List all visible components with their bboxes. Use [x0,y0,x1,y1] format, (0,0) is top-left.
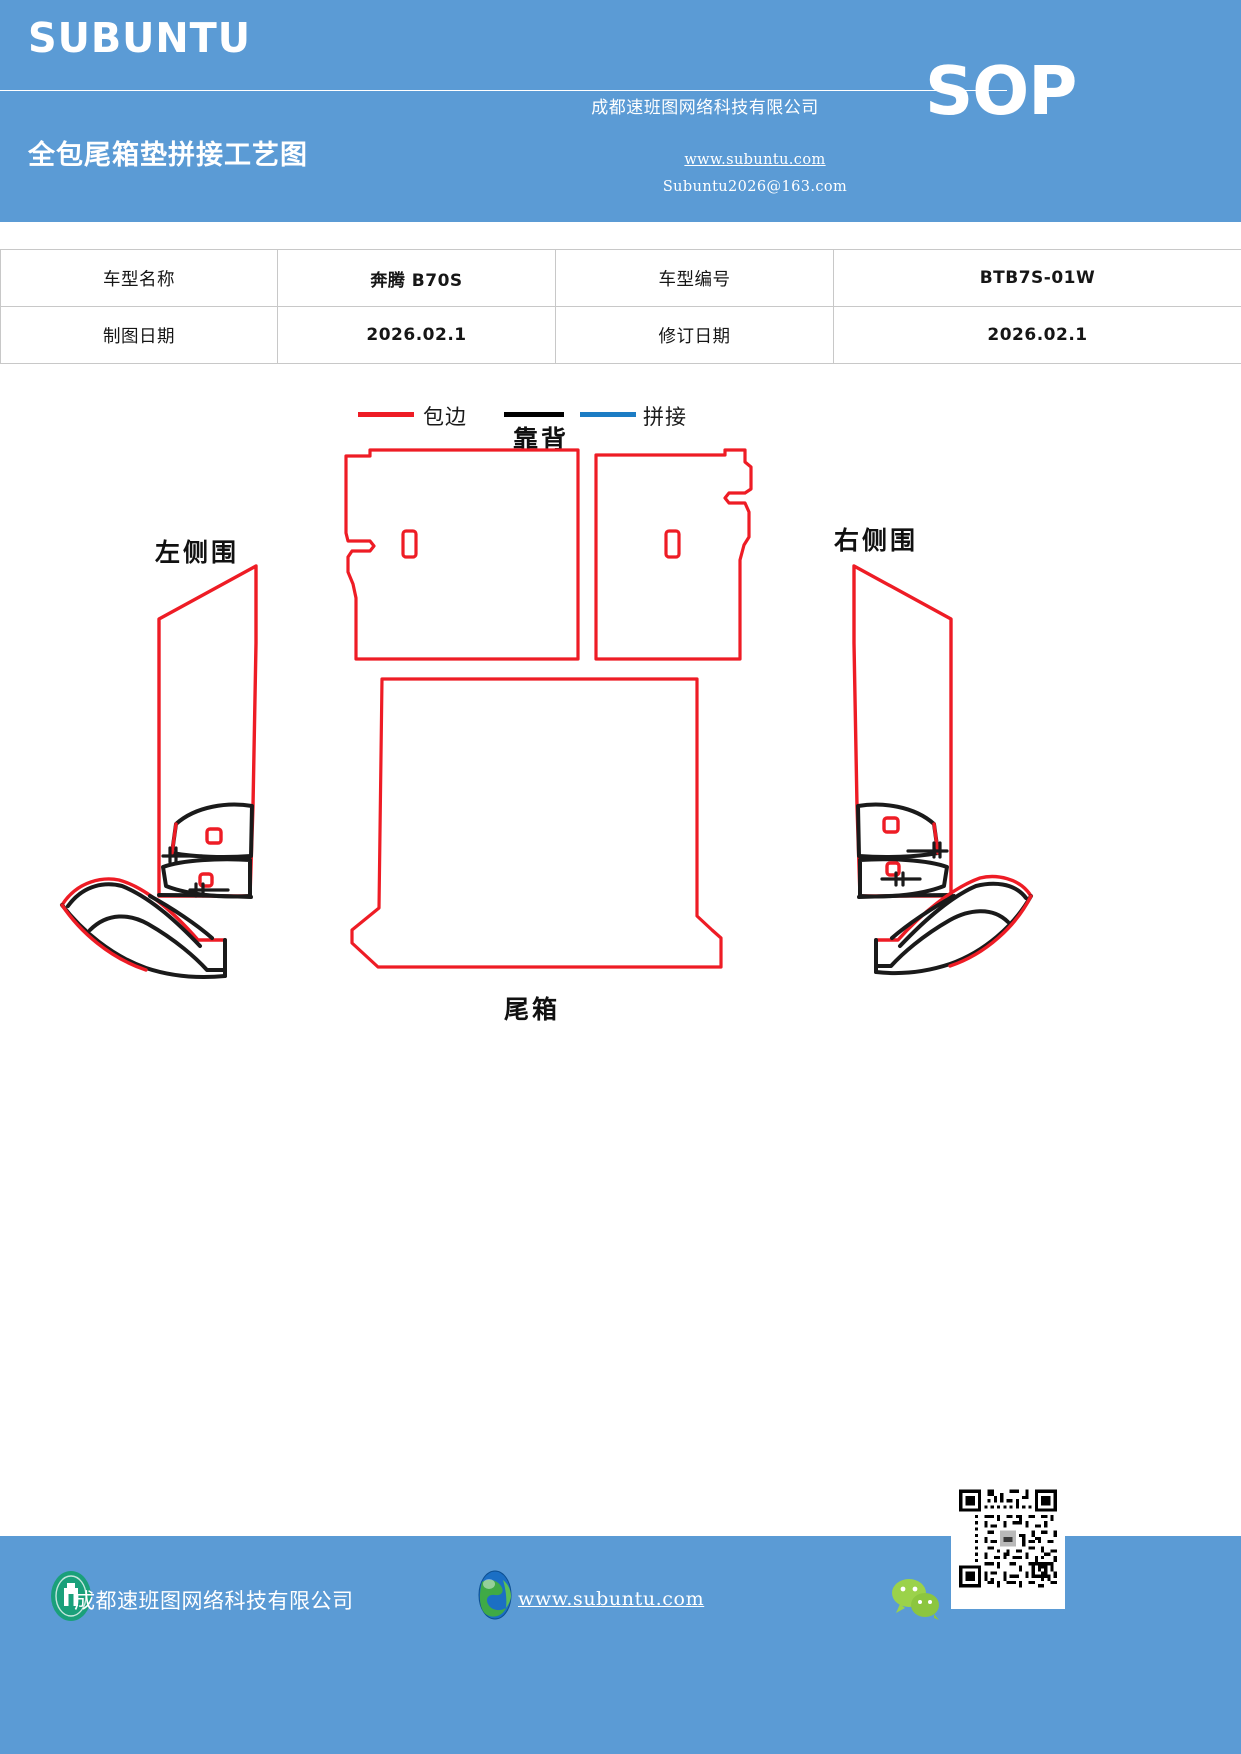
row2-value2: 2026.02.1 [833,306,1241,364]
left-side-mid-tab [161,846,204,864]
brand-logo: SUBUNTU [28,14,252,62]
right-side-mid-edge-red [932,822,940,855]
row2-label2: 修订日期 [555,306,834,364]
footer-website-link[interactable]: www.subuntu.com [518,1588,705,1610]
right-side-sweep-close [948,894,1033,968]
legend-swatch-binding [358,412,414,417]
backrest-left-slot [401,529,418,559]
left-side-lower-tab [188,882,230,898]
backrest-right-outline [594,448,753,661]
trunk-outline [350,677,723,969]
right-side-mid-hole [882,816,900,834]
backrest-left-outline [344,448,580,661]
globe-icon [478,1570,512,1620]
right-side-sweep-edge [874,874,1033,942]
row1-value1: 奔腾 B70S [277,249,556,307]
part-label-trunk: 尾箱 [504,995,561,1024]
qr-code-matrix [956,1486,1060,1591]
left-side-sweep-close [60,903,148,972]
legend-swatch-splice-blue [580,412,636,417]
right-side-sweep-splice-2 [874,909,1010,968]
left-side-sweep-mid-link [148,894,214,940]
left-side-lower-band [161,857,252,899]
footer-company-name: 成都速班图网络科技有限公司 [74,1589,354,1613]
qr-code [951,1468,1065,1609]
right-side-mid-outline [856,802,940,859]
row2-label1: 制图日期 [0,306,278,364]
left-side-sweep-splice-2 [88,914,227,972]
right-side-sweep-splice-1 [898,881,1028,948]
table-row: 制图日期 2026.02.1 修订日期 2026.02.1 [0,306,1241,364]
part-label-left-side: 左侧围 [155,538,240,567]
left-side-sweep-edge [60,877,227,942]
right-side-lower-band [858,857,949,899]
backrest-right-slot [664,529,681,559]
right-side-lower-hole [885,861,901,877]
left-side-sweep-splice-1 [66,882,202,948]
left-side-mid-hole [205,827,223,845]
left-side-mid-outline [170,802,254,859]
page-title: 全包尾箱垫拼接工艺图 [28,140,308,171]
legend-label-binding: 包边 [423,405,467,429]
legend: 包边 拼接 [0,402,1241,432]
header-website-link[interactable]: www.subuntu.com [684,152,826,168]
right-side-sweep-splice-3 [874,894,1033,976]
header-divider [0,90,1007,91]
legend-label-splice: 拼接 [643,405,687,429]
row2-value1: 2026.02.1 [277,306,556,364]
company-badge-icon [51,1571,91,1621]
header-company-name: 成都速班图网络科技有限公司 [591,98,819,118]
right-side-sweep-mid-link [890,894,956,940]
header-email[interactable]: Subuntu2026@163.com [662,179,848,195]
page-header: SUBUNTU 全包尾箱垫拼接工艺图 成都速班图网络科技有限公司 SOP www… [0,0,1241,222]
wechat-icon[interactable] [890,1576,942,1620]
row1-value2: BTB7S-01W [833,249,1241,307]
right-side-lower-tab [880,871,922,887]
sop-badge: SOP [925,52,1077,130]
right-side-mid-tab [906,841,949,859]
vehicle-info-table: 车型名称 奔腾 B70S 车型编号 BTB7S-01W 制图日期 2026.02… [0,249,1241,364]
part-label-right-side: 右侧围 [834,526,919,555]
row1-label1: 车型名称 [0,249,278,307]
left-side-mid-edge-red [170,822,178,855]
legend-swatch-splice-black [504,412,564,417]
table-row: 车型名称 奔腾 B70S 车型编号 BTB7S-01W [0,249,1241,307]
left-side-lower-hole [198,872,214,888]
